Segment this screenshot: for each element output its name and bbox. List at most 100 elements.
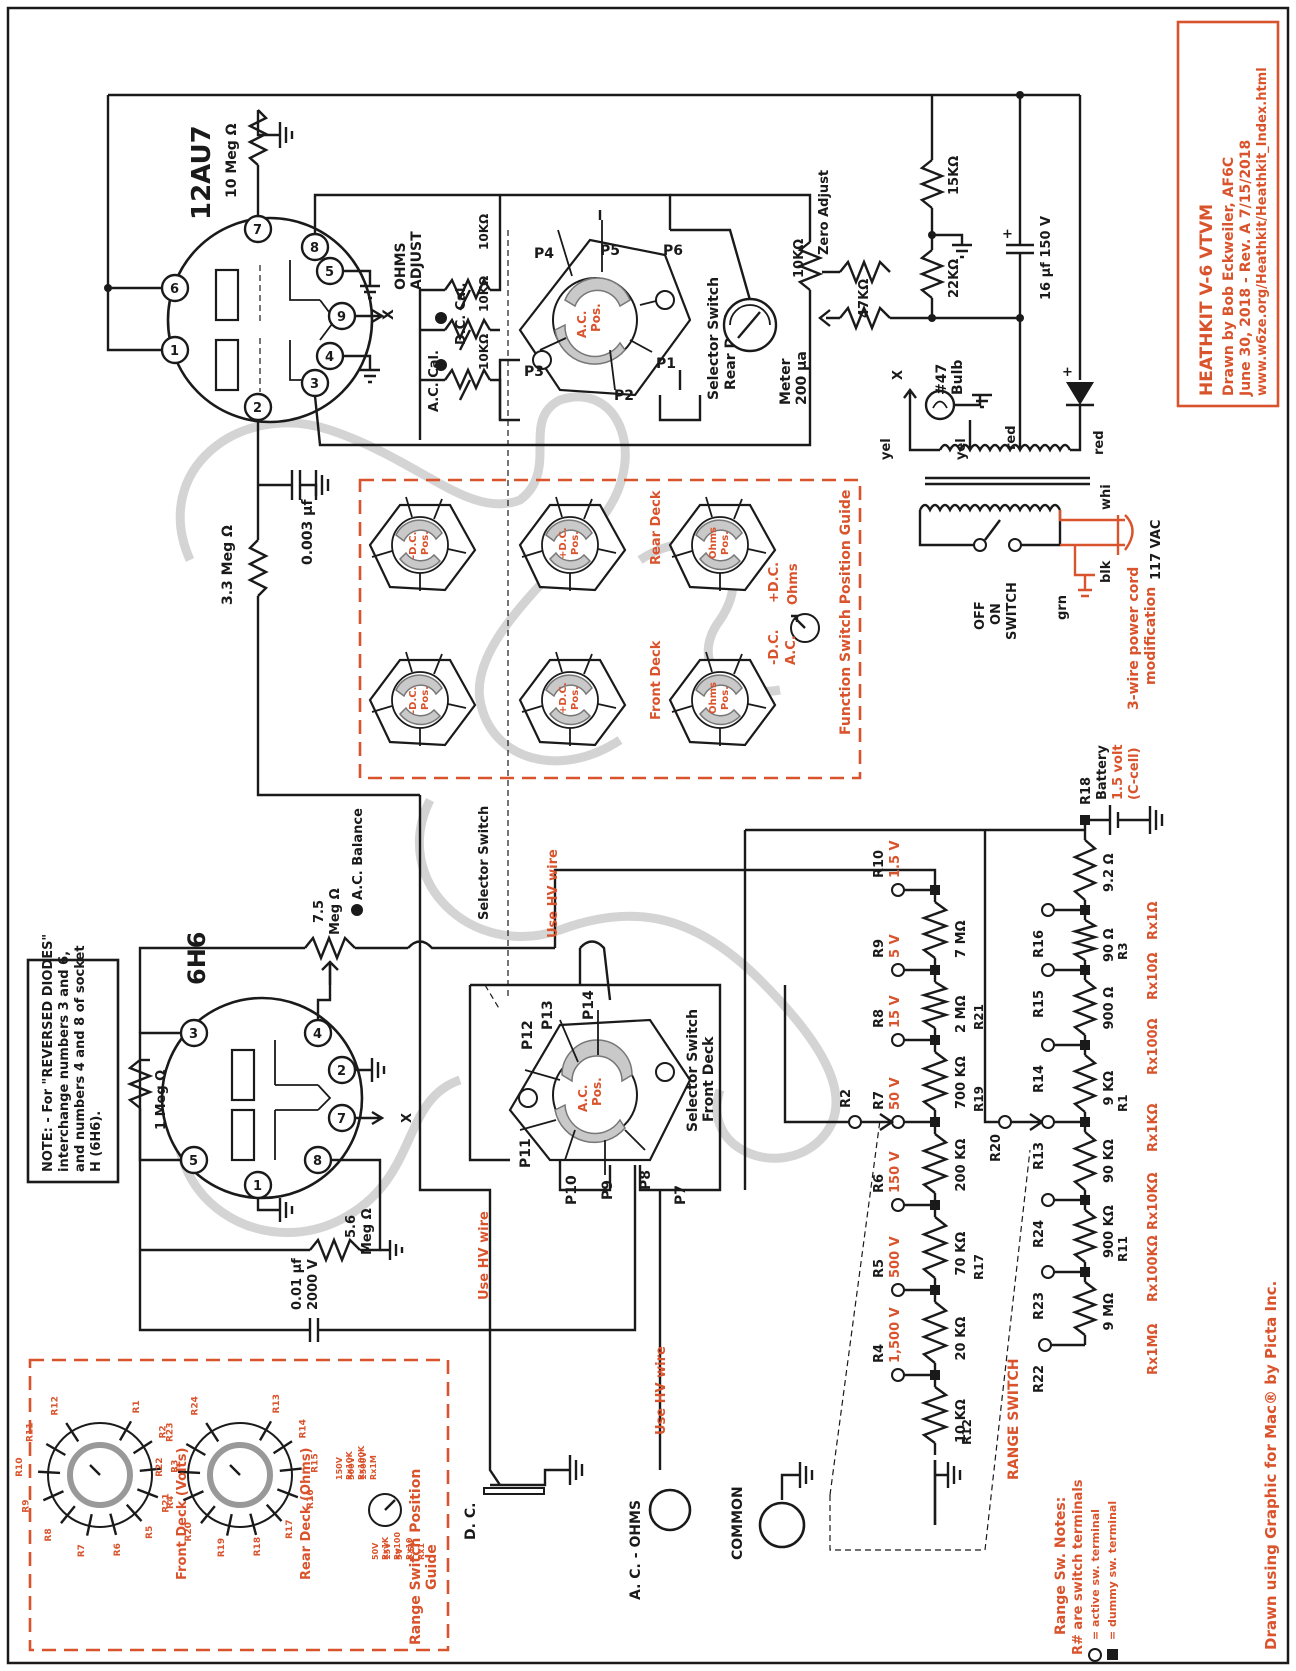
svg-text:Front Deck: Front Deck <box>701 1036 717 1122</box>
svg-text:OFF: OFF <box>973 601 988 630</box>
svg-text:1 Meg Ω: 1 Meg Ω <box>154 1070 169 1130</box>
drawing-url: www.w6ze.org/Heathkit/Heathkit_Index.htm… <box>1255 67 1270 396</box>
ohms-resistor-ref: R11 <box>1116 1236 1130 1262</box>
note-box: NOTE: - For "REVERSED DIODES" interchang… <box>26 934 120 1184</box>
ohms-tap-range: Rx1Ω <box>1146 902 1161 941</box>
ohms-tap-ref: R13 <box>1032 1142 1047 1170</box>
svg-text:1: 1 <box>253 1179 262 1194</box>
range-terminal-label: R15 <box>311 1453 321 1472</box>
svg-text:P14: P14 <box>581 990 597 1020</box>
volts-tap-value: 1,500 V <box>888 1307 903 1363</box>
svg-text:NOTE: - For "REVERSED DIODES": NOTE: - For "REVERSED DIODES" <box>41 934 56 1172</box>
function-position-label: Pos. <box>720 531 731 555</box>
ohms-resistor-ref: R1 <box>1116 1094 1130 1112</box>
svg-text:P13: P13 <box>540 1000 556 1030</box>
range-terminal-label: R7 <box>77 1544 87 1557</box>
range-terminal-label: R14 <box>298 1419 308 1438</box>
svg-text:Battery: Battery <box>1095 745 1110 800</box>
volts-resistor-value: 200 KΩ <box>954 1139 969 1192</box>
drawing-title: HEATHKIT V-6 VTVM <box>1197 204 1217 396</box>
svg-text:RANGE SWITCH: RANGE SWITCH <box>1006 1358 1022 1480</box>
svg-text:Use HV wire: Use HV wire <box>477 1211 492 1300</box>
ohms-resistor-value: 90 Ω <box>1102 928 1117 962</box>
switch-terminal <box>1041 963 1055 977</box>
svg-text:Meg Ω: Meg Ω <box>328 888 343 935</box>
svg-text:Front Deck: Front Deck <box>649 640 664 720</box>
svg-text:Selector Switch: Selector Switch <box>685 1009 701 1132</box>
svg-text:grn: grn <box>1055 595 1070 620</box>
svg-text:1: 1 <box>170 344 179 359</box>
range-terminal-label: R22 <box>155 1457 165 1476</box>
svg-text:ADJUST: ADJUST <box>409 231 425 290</box>
switch-terminal <box>1041 1115 1055 1129</box>
svg-text:Pos.: Pos. <box>590 1077 604 1106</box>
ohms-tap-ref: R16 <box>1032 930 1047 958</box>
range-terminal-label: R16 <box>306 1489 316 1508</box>
svg-text:red: red <box>1004 425 1019 450</box>
switch-terminal <box>891 963 905 977</box>
range-knob-label: Rx1K <box>381 1536 390 1560</box>
volts-resistor-ref: R19 <box>972 1086 986 1112</box>
svg-text:3: 3 <box>310 377 319 392</box>
rear-deck-wiring <box>498 193 752 422</box>
ohms-tap-ref: R22 <box>1032 1365 1047 1393</box>
function-position-label: Pos. <box>570 531 581 555</box>
range-knob-label: 5V <box>395 1547 404 1560</box>
drawing-author: Drawn by Bob Eckweiler, AF6C <box>1221 157 1237 396</box>
ohms-tap-range: Rx10KΩ <box>1146 1172 1161 1230</box>
ohms-tap-range: Rx10Ω <box>1146 952 1161 1000</box>
svg-text:8: 8 <box>313 1154 322 1169</box>
svg-text:+: + <box>1062 365 1073 380</box>
range-terminal-label: R11 <box>25 1423 35 1442</box>
svg-text:A.C.: A.C. <box>576 1085 590 1112</box>
range-terminal-label: R9 <box>22 1500 32 1513</box>
svg-text:= dummy sw. terminal: = dummy sw. terminal <box>1106 1501 1119 1640</box>
volts-resistor-value: 7 MΩ <box>954 920 969 958</box>
svg-text:(C-cell): (C-cell) <box>1127 747 1142 800</box>
svg-text:X: X <box>400 1113 415 1123</box>
svg-text:Selector Switch: Selector Switch <box>706 277 722 400</box>
svg-text:R# are switch terminals: R# are switch terminals <box>1071 1479 1086 1655</box>
svg-text:P2: P2 <box>614 388 634 404</box>
selector-switch-front-deck: A.C. Pos. <box>508 1010 692 1175</box>
svg-text:P5: P5 <box>600 243 620 259</box>
svg-text:and numbers 4 and 8 of socket: and numbers 4 and 8 of socket <box>73 945 88 1172</box>
tube-6h6-label: 6H6 <box>183 932 211 985</box>
range-terminal-label: R6 <box>113 1543 123 1556</box>
function-position-label: -D.C. <box>408 532 419 559</box>
volts-tap-value: 150 V <box>888 1151 903 1193</box>
volts-tap-value: 15 V <box>888 995 903 1028</box>
ohms-tap-range: Rx100Ω <box>1146 1018 1161 1075</box>
svg-text:Range Switch Position: Range Switch Position <box>408 1469 424 1645</box>
svg-text:3-wire power cord: 3-wire power cord <box>1126 567 1142 710</box>
volts-tap-ref: R7 <box>872 1091 887 1110</box>
svg-text:H (6H6).: H (6H6). <box>89 1111 104 1172</box>
svg-text:2: 2 <box>337 1064 346 1079</box>
selector-switch-rear-deck: A.C. Pos. <box>518 220 692 397</box>
svg-text:10KΩ: 10KΩ <box>477 334 491 370</box>
volts-tap-ref: R9 <box>872 939 887 958</box>
ohms-resistor-ref: R3 <box>1116 942 1130 960</box>
svg-text:10 Meg Ω: 10 Meg Ω <box>224 123 240 198</box>
range-terminal-label: R5 <box>145 1526 155 1539</box>
power-transformer <box>903 388 1134 598</box>
range-notes: Range Sw. Notes: R# are switch terminals… <box>1053 1479 1119 1662</box>
switch-terminal <box>891 1283 905 1297</box>
ohms-resistor-value: 9.2 Ω <box>1102 853 1117 892</box>
svg-text:47KΩ: 47KΩ <box>857 279 872 318</box>
svg-text:16 μf 150 V: 16 μf 150 V <box>1039 216 1054 300</box>
range-terminal-label: R13 <box>272 1394 282 1413</box>
switch-terminal <box>1041 1038 1055 1052</box>
ohms-tap-ref: R24 <box>1032 1220 1047 1248</box>
svg-text:1.5 volt: 1.5 volt <box>1111 744 1126 800</box>
range-terminal-label: R4 <box>166 1496 176 1509</box>
svg-text:0.01 μf: 0.01 μf <box>290 1258 305 1310</box>
svg-text:Front Deck (Volts): Front Deck (Volts) <box>175 1448 190 1580</box>
svg-text:Zero Adjust: Zero Adjust <box>817 170 832 255</box>
svg-text:P4: P4 <box>534 246 554 262</box>
svg-text:Use HV wire: Use HV wire <box>546 849 561 938</box>
power-supply-divider <box>918 91 1094 440</box>
svg-text:P7: P7 <box>673 1185 689 1205</box>
volts-resistor-value: 70 KΩ <box>954 1232 969 1276</box>
